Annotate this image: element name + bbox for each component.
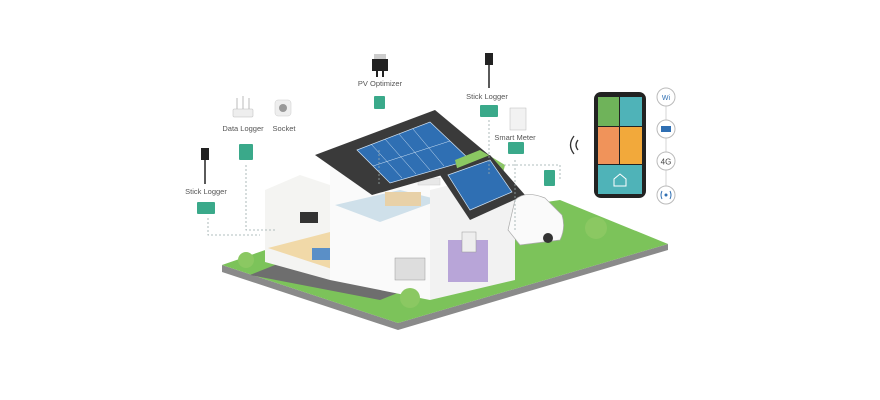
optimizer-badge-icon <box>374 96 385 109</box>
socket-device <box>274 99 292 117</box>
app-tile-grid[interactable] <box>598 127 619 164</box>
solar-array-second <box>447 159 513 211</box>
smart-meter-device <box>509 107 527 131</box>
electric-car <box>507 194 564 246</box>
solar-grid-main <box>370 128 451 179</box>
battery-badge-icon <box>197 202 215 214</box>
4g-icon: 4G <box>656 151 676 171</box>
ev-charger-icon <box>544 170 555 186</box>
inverter <box>461 231 477 253</box>
bed <box>385 192 421 206</box>
stick-logger-top-device <box>485 53 493 88</box>
wireless-signal-icon <box>569 135 579 155</box>
data-logger-label: Data Logger <box>222 124 264 133</box>
antenna-icon <box>656 185 676 205</box>
home-icon <box>613 173 627 187</box>
tree-front <box>400 288 420 308</box>
kitchen-counter <box>394 257 426 281</box>
router-icon <box>656 119 676 139</box>
pv-optimizer-device <box>372 54 388 77</box>
tv <box>300 212 318 223</box>
car-wheel <box>543 233 553 243</box>
smartphone-app[interactable] <box>594 92 646 198</box>
pv-optimizer-label: PV Optimizer <box>358 79 403 88</box>
data-logger-device <box>232 96 254 118</box>
connector-lines <box>207 120 561 236</box>
app-tile-solar[interactable] <box>598 97 619 126</box>
tree-left <box>238 252 254 268</box>
app-tile-home[interactable] <box>598 165 642 194</box>
app-tile-device[interactable] <box>620 127 642 164</box>
stick-logger-left-device <box>201 148 209 184</box>
weather-station-badge-icon <box>480 105 498 117</box>
stick-logger-left-label: Stick Logger <box>185 187 227 196</box>
wifi-icon: Wi <box>656 87 676 107</box>
ground-slab <box>222 244 668 330</box>
socket-label: Socket <box>273 124 297 133</box>
svg-text:4G: 4G <box>661 158 672 167</box>
tree-right <box>585 217 607 239</box>
app-tile-battery[interactable] <box>620 97 642 126</box>
svg-text:Wi: Wi <box>662 95 671 102</box>
data-logger-badge-icon <box>239 144 253 160</box>
smart-meter-label: Smart Meter <box>494 133 536 142</box>
stick-logger-top-label: Stick Logger <box>466 92 508 101</box>
smart-meter-badge-icon <box>508 142 524 154</box>
